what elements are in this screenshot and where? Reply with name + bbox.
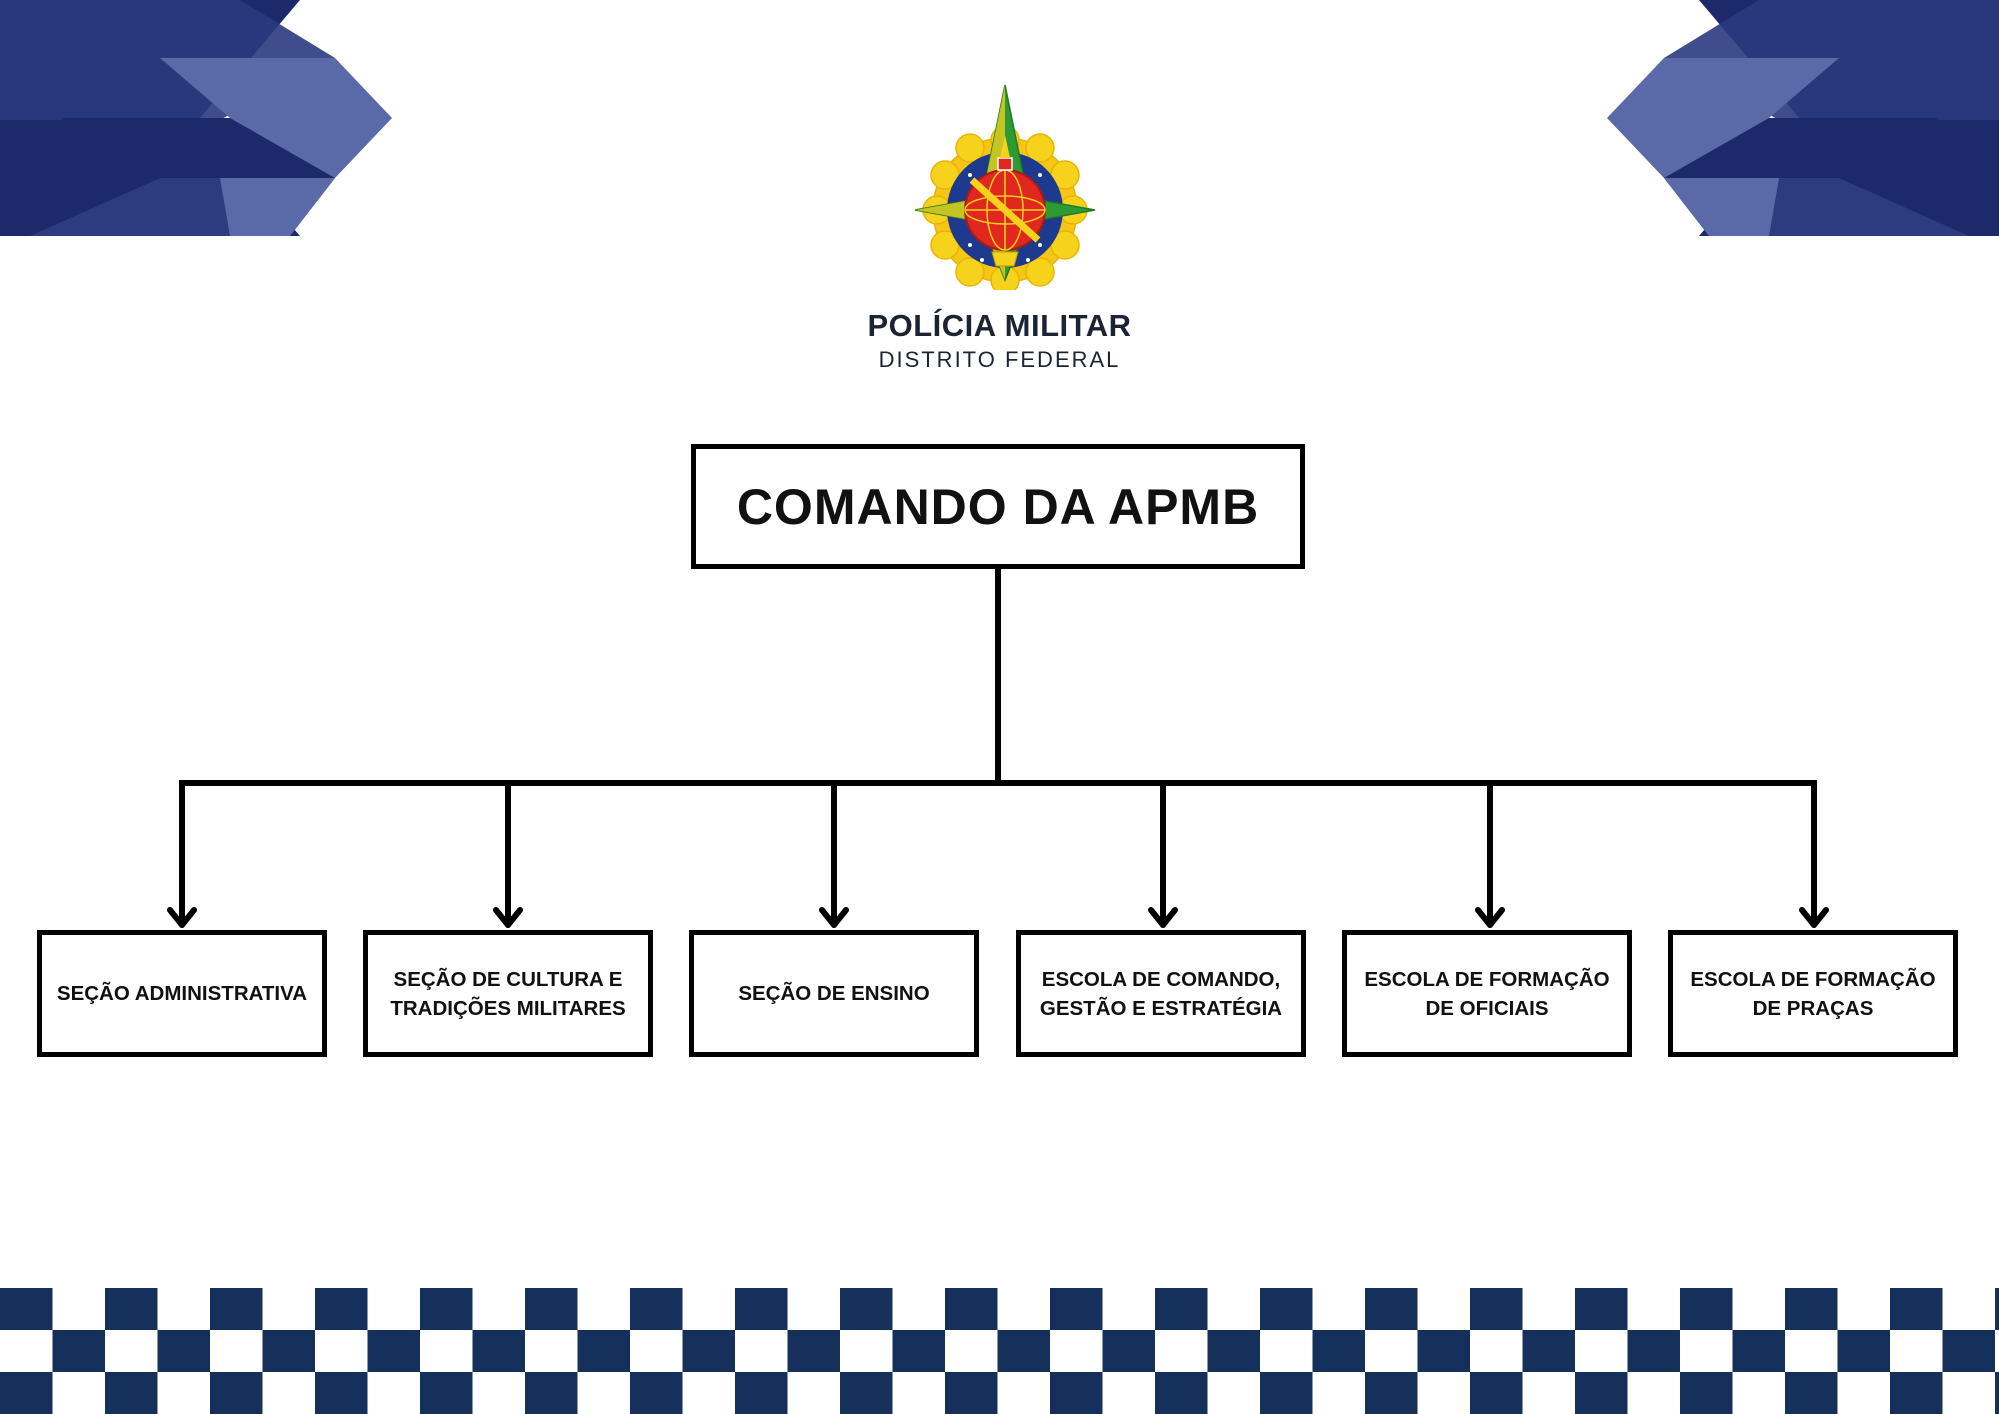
arrow-down-icon	[1799, 780, 1829, 928]
org-child-label: ESCOLA DE FORMAÇÃO DE PRAÇAS	[1690, 967, 1936, 1020]
org-root-label: COMANDO DA APMB	[736, 478, 1260, 535]
brand-subtitle: DISTRITO FEDERAL	[878, 347, 1121, 372]
arrow-down-icon	[167, 780, 197, 928]
brand-title: POLÍCIA MILITAR	[867, 308, 1132, 343]
corner-decoration-right	[1607, 0, 1999, 236]
org-child-box: SEÇÃO ADMINISTRATIVA	[37, 930, 327, 1057]
org-child-box: ESCOLA DE FORMAÇÃO DE PRAÇAS	[1668, 930, 1958, 1057]
org-child-box: ESCOLA DE COMANDO, GESTÃO E ESTRATÉGIA	[1016, 930, 1306, 1057]
org-root-box: COMANDO DA APMB	[691, 444, 1305, 569]
checkered-footer	[0, 1288, 1999, 1414]
arrow-down-icon	[1148, 780, 1178, 928]
org-child-box: SEÇÃO DE CULTURA E TRADIÇÕES MILITARES	[363, 930, 653, 1057]
arrow-down-icon	[493, 780, 523, 928]
pmdf-emblem-icon	[914, 84, 1096, 290]
arrow-down-icon	[1475, 780, 1505, 928]
arrow-down-icon	[819, 780, 849, 928]
org-child-label: ESCOLA DE FORMAÇÃO DE OFICIAIS	[1364, 967, 1610, 1020]
org-child-box: SEÇÃO DE ENSINO	[689, 930, 979, 1057]
org-child-label: SEÇÃO DE ENSINO	[738, 982, 930, 1005]
org-child-box: ESCOLA DE FORMAÇÃO DE OFICIAIS	[1342, 930, 1632, 1057]
org-child-label: ESCOLA DE COMANDO, GESTÃO E ESTRATÉGIA	[1039, 967, 1283, 1020]
org-child-label: SEÇÃO DE CULTURA E TRADIÇÕES MILITARES	[390, 967, 626, 1020]
org-child-label: SEÇÃO ADMINISTRATIVA	[56, 982, 308, 1005]
corner-decoration-left	[0, 0, 392, 236]
